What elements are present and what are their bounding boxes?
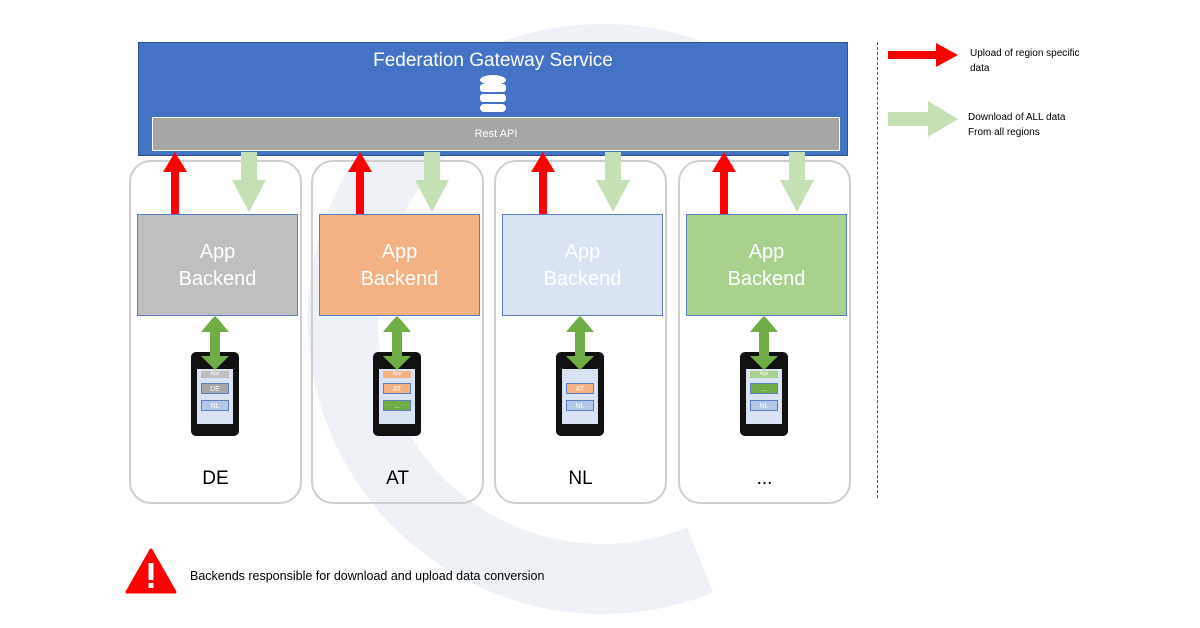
phone-region-chip: DE: [201, 383, 229, 394]
phone-screen: AT NL: [562, 369, 598, 424]
phone-region-chip: NL: [201, 400, 229, 411]
backend-label-line2: Backend: [727, 268, 806, 290]
rest-api-bar: Rest API: [152, 117, 840, 151]
backend-label-line1: App: [748, 241, 785, 263]
region-box: [311, 160, 484, 504]
warning-text: Backends responsible for download and up…: [190, 569, 545, 583]
legend-divider: [877, 42, 878, 498]
sync-arrow: [201, 316, 229, 370]
phone-screen: App... NL: [746, 369, 782, 424]
backend-label-line1: App: [381, 241, 418, 263]
gateway-title: Federation Gateway Service: [373, 50, 613, 71]
phone-region-chip: NL: [750, 400, 778, 411]
phone-app-label: App: [750, 371, 778, 378]
backend-label-line1: App: [564, 241, 601, 263]
legend-upload-line2: data: [970, 63, 990, 74]
phone-region-chip: ...: [383, 400, 411, 411]
sync-arrow: [383, 316, 411, 370]
phone-region-chip: AT: [383, 383, 411, 394]
region-box: [494, 160, 667, 504]
phone-region-chip: ...: [750, 383, 778, 394]
upload-arrow: [348, 152, 372, 214]
sync-arrow: [750, 316, 778, 370]
upload-arrow: [163, 152, 187, 214]
download-arrow: [415, 152, 449, 212]
phone-app-label: [566, 371, 594, 378]
phone-app-label: App: [201, 371, 229, 378]
upload-arrow-legend-icon: [888, 43, 958, 67]
sync-arrow: [566, 316, 594, 370]
region-box: [678, 160, 851, 504]
phone-region-chip: AT: [566, 383, 594, 394]
legend-download-line2: From all regions: [968, 127, 1040, 138]
backend-label-line2: Backend: [360, 268, 439, 290]
download-arrow-legend-icon: [888, 101, 958, 137]
warning-icon: [125, 548, 177, 594]
phone-app-label: App: [383, 371, 411, 378]
backend-label-line2: Backend: [543, 268, 622, 290]
phone-region-chip: NL: [566, 400, 594, 411]
region-label: AT: [386, 468, 409, 489]
download-arrow: [780, 152, 814, 212]
region-label: DE: [202, 468, 229, 489]
legend-download-line1: Download of ALL data: [968, 112, 1066, 123]
region-label: ...: [756, 468, 773, 489]
backend-label-line2: Backend: [178, 268, 257, 290]
region-label: NL: [568, 468, 593, 489]
database-icon: [480, 75, 506, 112]
region-box: [129, 160, 302, 504]
upload-arrow: [531, 152, 555, 214]
upload-arrow: [712, 152, 736, 214]
legend-upload-line1: Upload of region specific: [970, 48, 1080, 59]
download-arrow: [596, 152, 630, 212]
backend-label-line1: App: [199, 241, 236, 263]
download-arrow: [232, 152, 266, 212]
